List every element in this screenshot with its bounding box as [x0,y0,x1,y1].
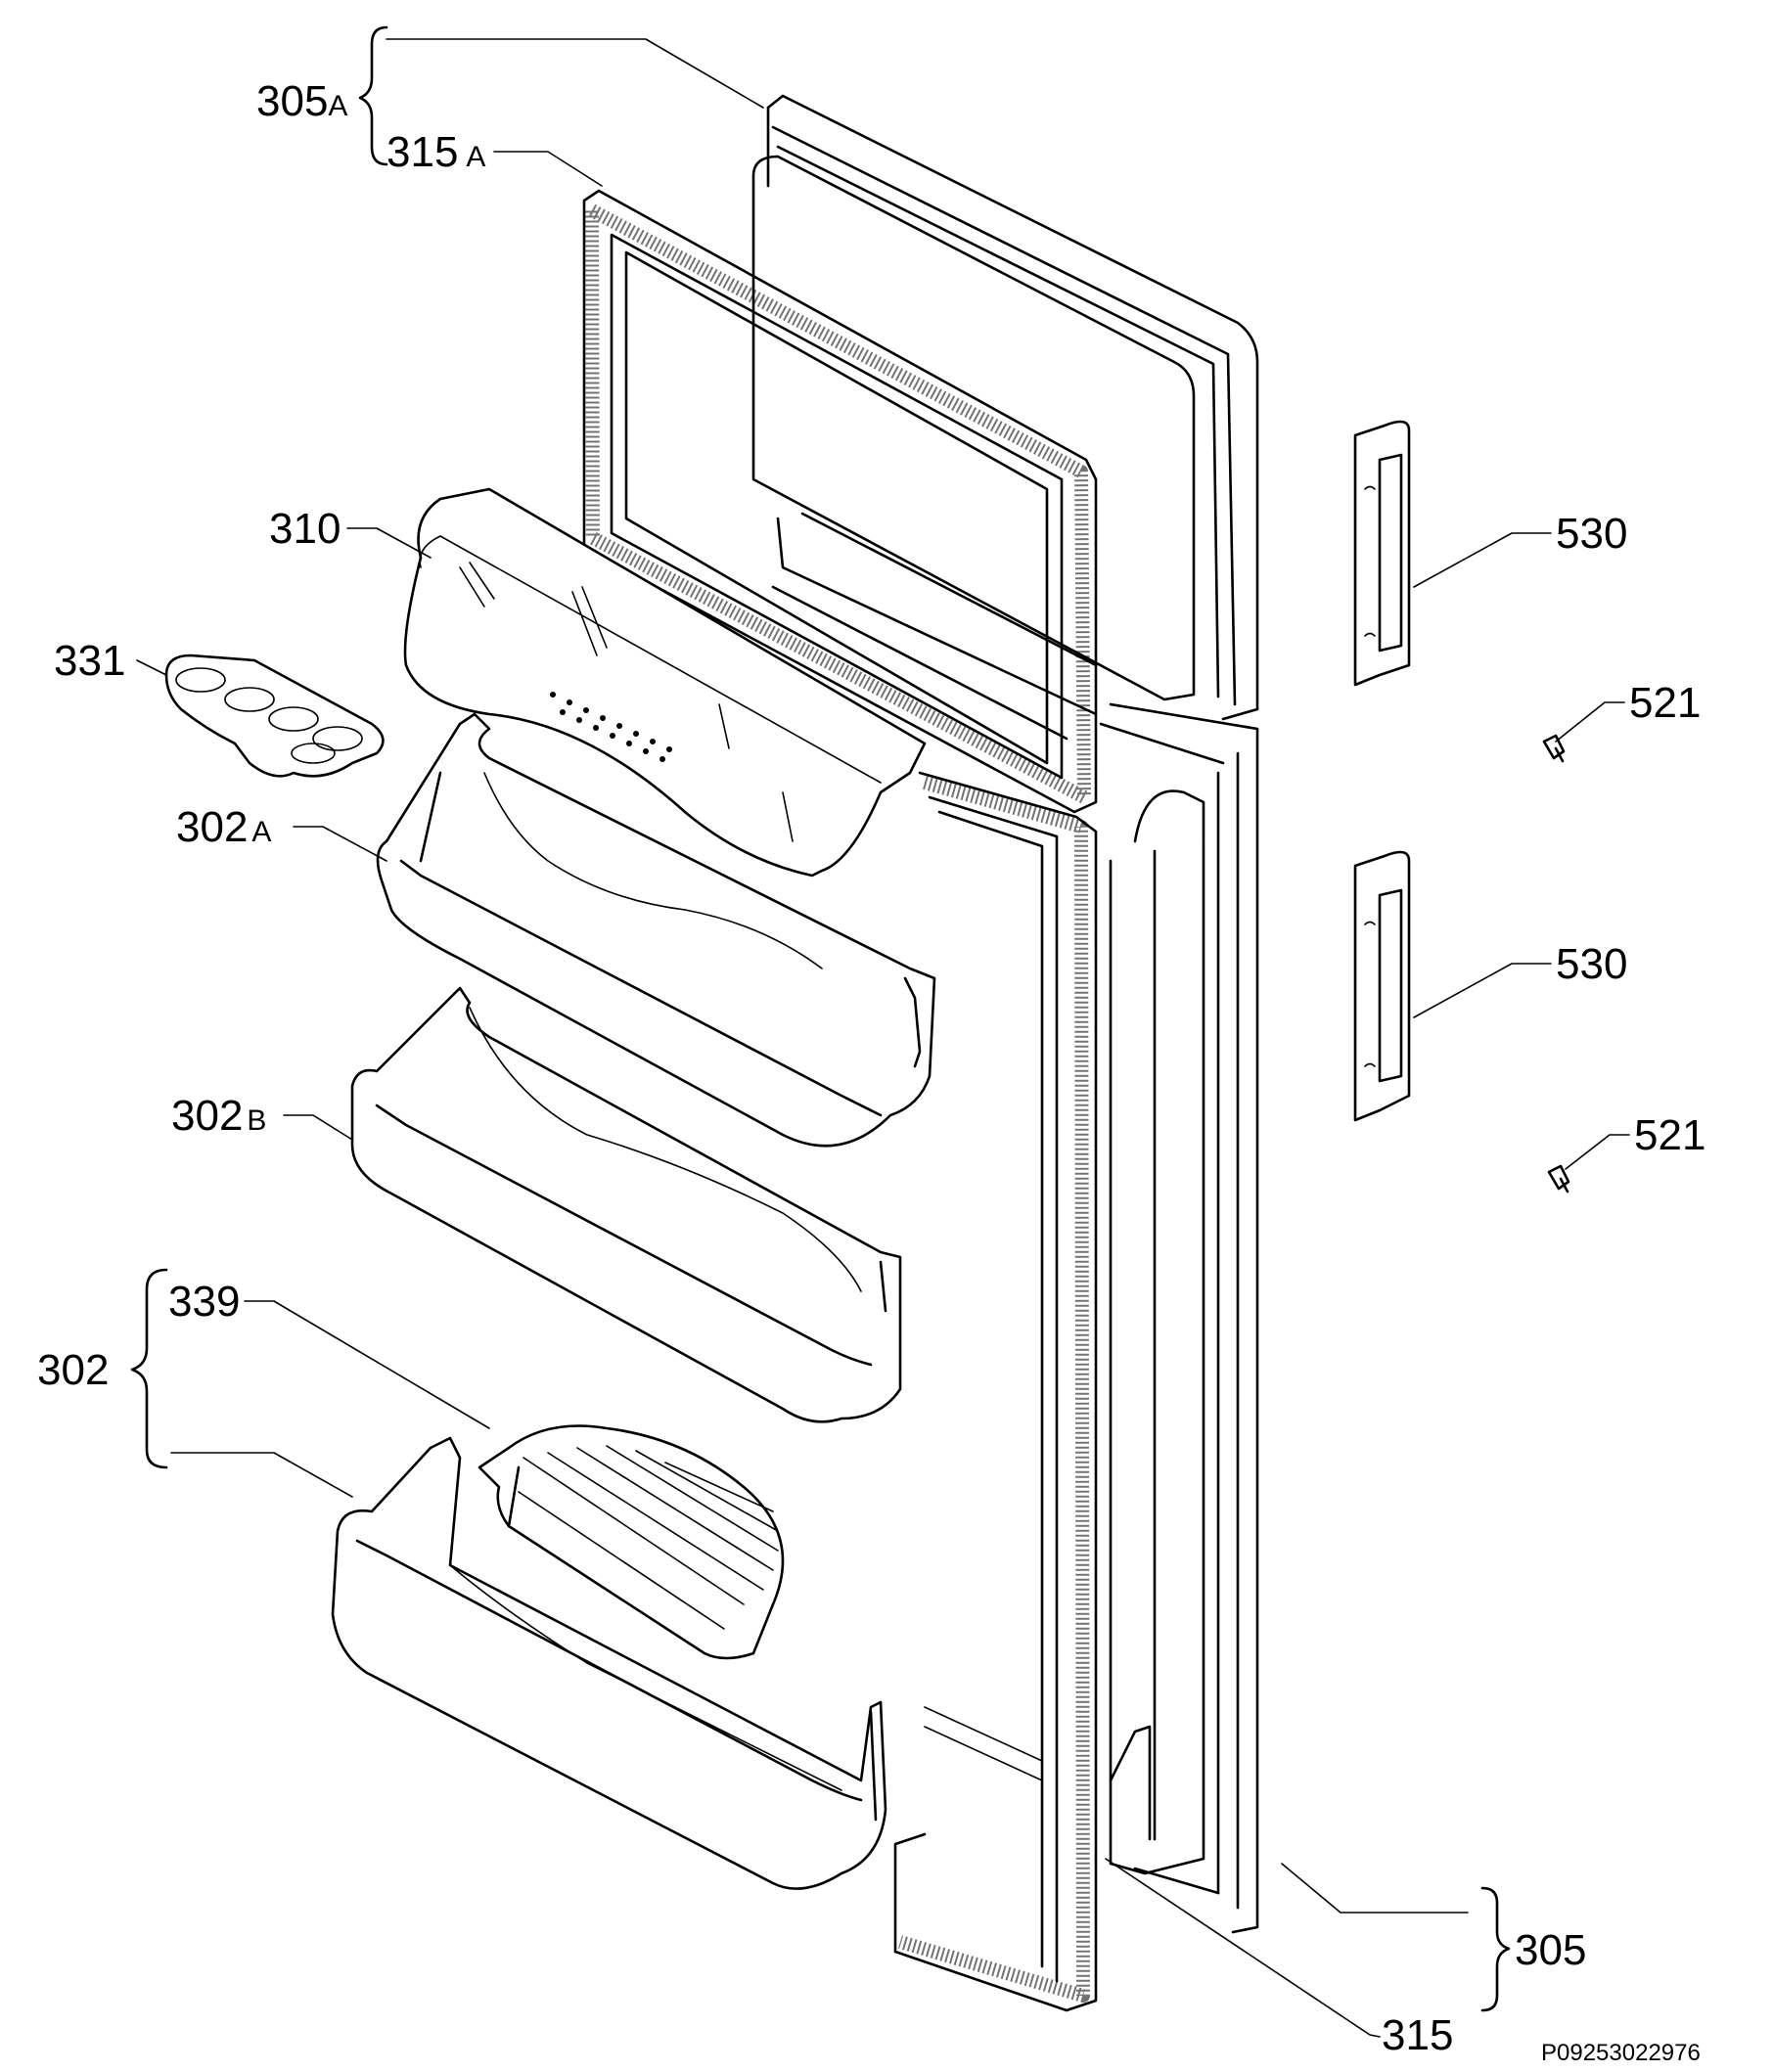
leader-lines [136,38,1630,2038]
brace-305-315 [1480,1886,1511,2012]
image-code: P09253022976 [1541,2040,1701,2066]
door-bin-302b [350,986,902,1423]
label-310: 310 [269,505,341,553]
hinge-cover-530-upper [1353,420,1411,687]
outer-door-panel [751,94,1259,1934]
label-530-lower: 530 [1556,940,1627,988]
brace-305a [358,25,388,166]
screw-521-upper [1542,734,1566,763]
label-331: 331 [54,637,125,685]
label-521-upper: 521 [1629,679,1701,727]
brace-302 [130,1268,168,1469]
screw-521-lower [1547,1164,1570,1194]
door-bin-302 [331,1436,887,1890]
flap-vent-holes [550,692,672,762]
label-521-lower: 521 [1634,1111,1705,1159]
label-530-upper: 530 [1556,510,1627,558]
lower-door-gasket [893,771,1098,2012]
freezer-flap-310 [403,487,927,878]
hinge-cover-530-lower [1353,850,1411,1122]
label-315: 315 [1382,2011,1453,2059]
label-339: 339 [168,1278,240,1326]
label-305a: 305A [256,77,347,125]
door-bin-302a [376,712,936,1148]
label-305: 305 [1515,1926,1586,1974]
label-302: 302 [37,1346,109,1394]
bottle-holder-339 [477,1424,785,1660]
egg-tray-331 [164,653,385,778]
